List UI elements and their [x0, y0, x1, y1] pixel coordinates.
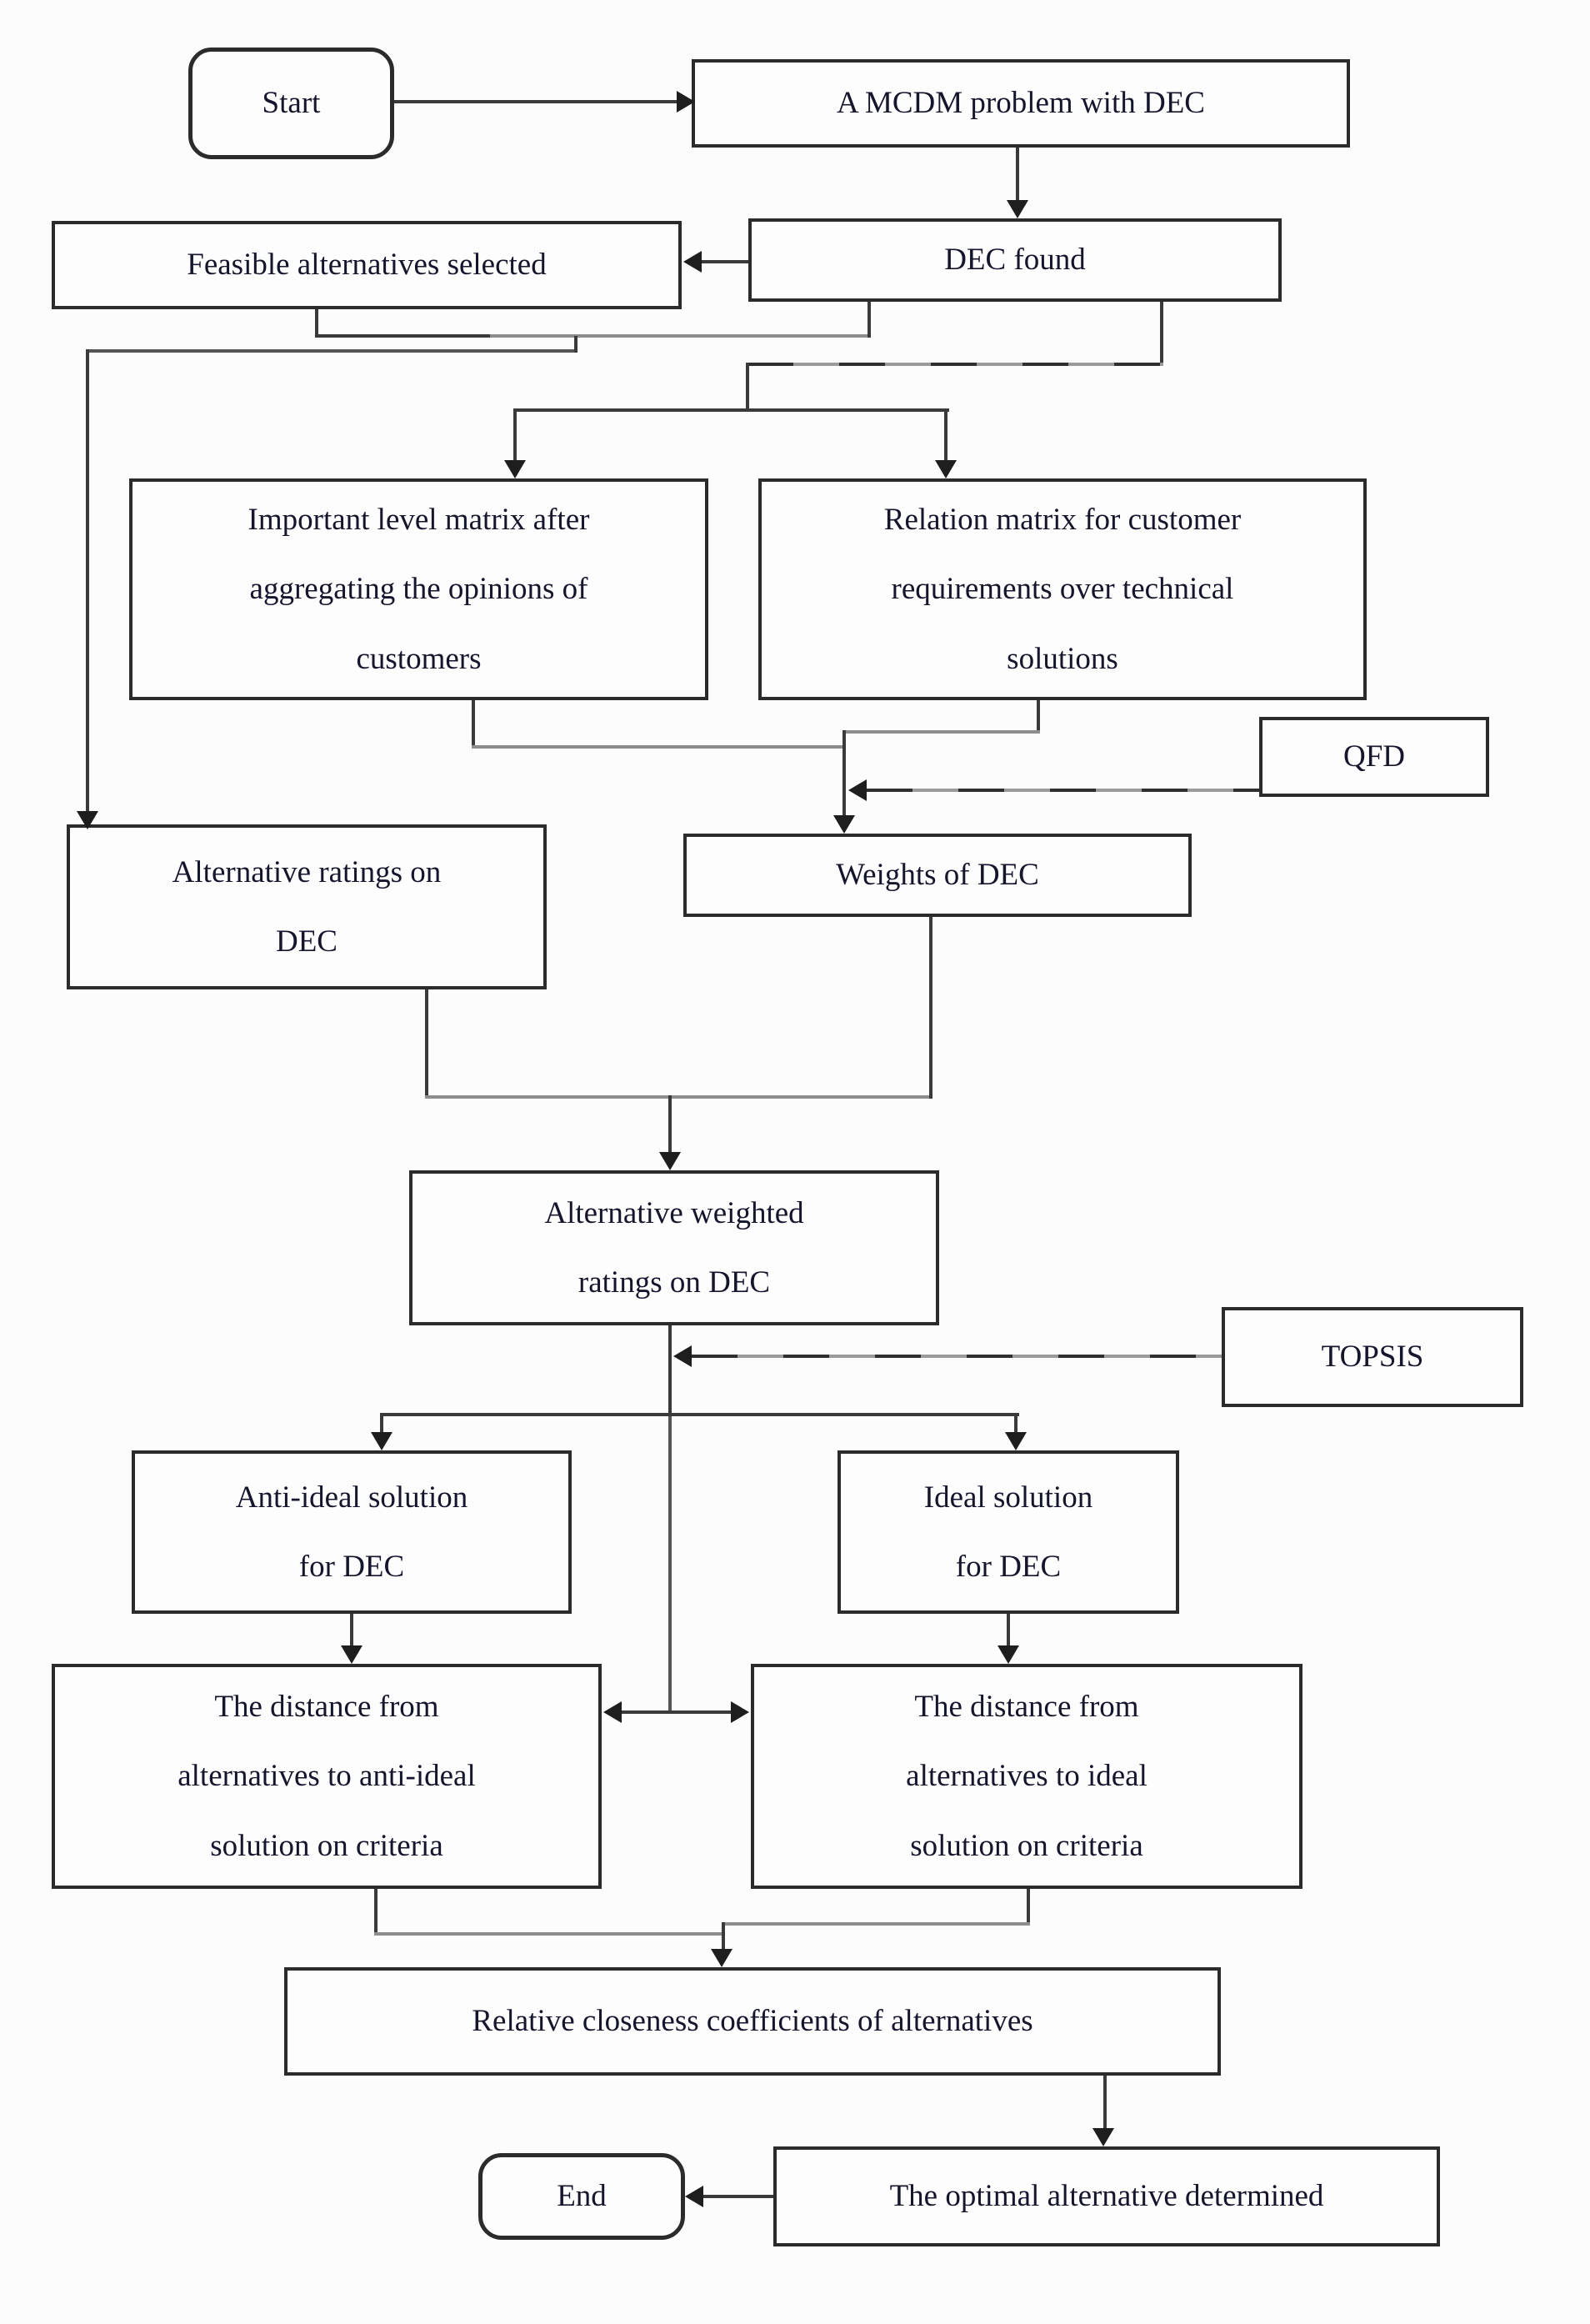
connector-branch-drop: [746, 363, 749, 412]
node-mcdm-problem: A MCDM problem with DEC: [692, 59, 1350, 148]
connector-distideal-stub: [1027, 1889, 1030, 1926]
connector-mcdm-decfound: [1016, 148, 1019, 200]
arrowhead-relation: [935, 460, 957, 478]
arrowhead-double-right: [731, 1701, 749, 1723]
node-feasible-alternatives: Feasible alternatives selected: [52, 221, 682, 309]
connector-topsis: [692, 1355, 1222, 1358]
node-ideal-solution: Ideal solution for DEC: [838, 1450, 1179, 1614]
connector-to-relation: [944, 408, 948, 460]
connector-left-branch-jog: [574, 336, 578, 353]
arrowhead-topsis: [673, 1345, 692, 1367]
connector-weighted-drop: [668, 1095, 672, 1152]
connector-altratings-stub: [425, 989, 428, 1099]
arrowhead-altweighted: [659, 1152, 681, 1170]
node-dec-found: DEC found: [748, 218, 1282, 302]
arrowhead-antiideal: [371, 1432, 392, 1450]
connector-left-long-vertical: [86, 349, 89, 811]
connector-relation-merge: [844, 730, 1040, 734]
connector-decfound-stub-right: [1160, 302, 1163, 366]
connector-underline-gray: [490, 334, 871, 338]
arrowhead-altratings: [77, 811, 98, 829]
connector-distanti-stub: [374, 1889, 378, 1936]
connector-qfd-weights: [867, 789, 1259, 792]
connector-underline-dark: [315, 334, 490, 338]
node-optimal-alternative: The optimal alternative determined: [773, 2146, 1440, 2246]
connector-important-stub: [472, 700, 475, 749]
arrowhead-start-mcdm: [677, 91, 695, 113]
connector-to-antiideal: [380, 1413, 383, 1434]
connector-distance-double: [622, 1710, 731, 1714]
connector-altweighted-stub: [668, 1325, 672, 1416]
arrowhead-important: [504, 460, 526, 478]
connector-to-ideal: [1014, 1413, 1018, 1434]
node-qfd: QFD: [1259, 717, 1489, 797]
connector-branch-lower: [513, 408, 949, 412]
connector-distideal-merge: [722, 1922, 1030, 1926]
node-distance-ideal: The distance from alternatives to ideal …: [751, 1664, 1302, 1889]
arrowhead-double-left: [603, 1701, 622, 1723]
connector-to-important: [513, 408, 517, 460]
connector-feasible-stub: [315, 309, 318, 336]
arrowhead-closeness: [711, 1949, 732, 1967]
node-end: End: [478, 2153, 685, 2240]
connector-closeness-optimal: [1103, 2076, 1107, 2129]
connector-decfound-feasible: [702, 260, 748, 263]
node-relative-closeness: Relative closeness coefficients of alter…: [284, 1967, 1221, 2076]
node-topsis: TOPSIS: [1222, 1307, 1523, 1407]
node-weights-of-dec: Weights of DEC: [683, 834, 1192, 917]
connector-left-branch: [86, 349, 578, 353]
connector-ideal-dist: [1007, 1614, 1010, 1645]
connector-branch-upper: [748, 363, 1163, 366]
node-relation-matrix: Relation matrix for customer requirement…: [758, 478, 1367, 700]
arrowhead-mcdm-decfound: [1007, 200, 1028, 218]
arrowhead-dist-ideal: [998, 1645, 1019, 1664]
arrowhead-optimal: [1092, 2128, 1114, 2146]
arrowhead-dist-anti: [341, 1645, 362, 1664]
connector-decfound-stub-left: [868, 302, 871, 338]
node-important-level-matrix: Important level matrix after aggregating…: [129, 478, 708, 700]
connector-antiideal-dist: [350, 1614, 353, 1645]
connector-solutions-split: [380, 1413, 1019, 1416]
node-anti-ideal-solution: Anti-ideal solution for DEC: [132, 1450, 572, 1614]
connector-important-merge: [472, 745, 846, 749]
connector-closeness-drop: [722, 1922, 725, 1951]
arrowhead-decfound-feasible: [683, 251, 702, 273]
connector-optimal-end: [703, 2195, 773, 2198]
node-alternative-ratings: Alternative ratings on DEC: [67, 824, 547, 989]
arrowhead-qfd-weights: [848, 779, 867, 801]
connector-distanti-merge: [374, 1932, 725, 1936]
connector-weighted-merge: [425, 1095, 932, 1099]
connector-weights-stub: [929, 917, 932, 1099]
arrowhead-weights: [833, 815, 855, 834]
node-start: Start: [188, 48, 394, 159]
arrowhead-end: [685, 2186, 703, 2207]
node-distance-anti-ideal: The distance from alternatives to anti-i…: [52, 1664, 602, 1889]
node-alternative-weighted-ratings: Alternative weighted ratings on DEC: [409, 1170, 939, 1325]
connector-relation-stub: [1037, 700, 1040, 734]
connector-center-long-vertical: [668, 1416, 672, 1712]
connector-start-mcdm: [394, 100, 677, 103]
connector-merge-drop: [842, 730, 846, 815]
arrowhead-ideal: [1005, 1432, 1027, 1450]
